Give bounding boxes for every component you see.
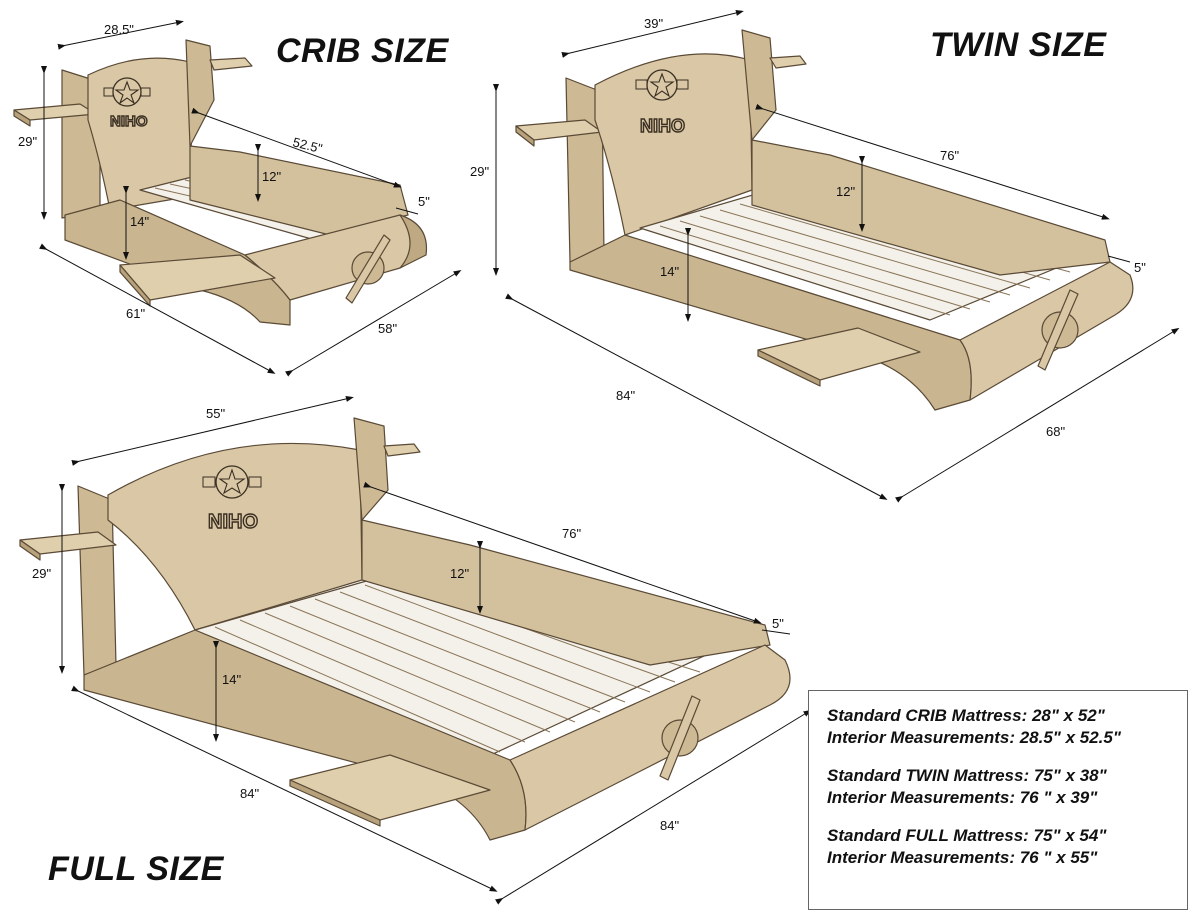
crib-interior-length-label: 52.5" <box>291 134 324 156</box>
full-overall-length-label: 84" <box>240 786 259 801</box>
crib-bed <box>13 39 428 326</box>
full-interior-length-label: 76" <box>562 526 581 541</box>
full-bed <box>19 417 791 841</box>
twin-emblem: NIHO <box>635 69 689 137</box>
full-rail-thickness-label: 5" <box>772 616 784 631</box>
full-interior-spec: Interior Measurements: 76 " x 55" <box>827 848 1098 867</box>
twin-overall-width-label: 68" <box>1046 424 1065 439</box>
crib-headboard-width-label: 28.5" <box>104 22 134 37</box>
dimension-labels: 28.5" 29" 52.5" 12" 14" 5" 61" 58" 39" 2… <box>18 16 1146 833</box>
spec-spacer <box>827 809 1187 825</box>
crib-height-label: 29" <box>18 134 37 149</box>
twin-overall-length-label: 84" <box>616 388 635 403</box>
crib-emblem: NIHO <box>103 77 151 131</box>
crib-rail-height-label: 14" <box>130 214 149 229</box>
full-height-label: 29" <box>32 566 51 581</box>
full-brand-label: NIHO <box>208 511 258 533</box>
twin-side-height-label: 12" <box>836 184 855 199</box>
twin-bed <box>515 29 1134 411</box>
twin-headboard-width-label: 39" <box>644 16 663 31</box>
full-emblem: NIHO <box>202 465 262 534</box>
twin-brand-label: NIHO <box>640 116 685 136</box>
crib-side-height-label: 12" <box>262 169 281 184</box>
crib-overall-length-label: 61" <box>126 306 145 321</box>
full-headboard-width-label: 55" <box>206 406 225 421</box>
mattress-spec-box: Standard CRIB Mattress: 28" x 52" Interi… <box>808 690 1188 910</box>
crib-interior-spec: Interior Measurements: 28.5" x 52.5" <box>827 728 1121 747</box>
crib-rail-thickness-label: 5" <box>418 194 430 209</box>
twin-interior-spec: Interior Measurements: 76 " x 39" <box>827 788 1098 807</box>
crib-mattress-spec: Standard CRIB Mattress: 28" x 52" <box>827 706 1105 725</box>
twin-size-title: TWIN SIZE <box>930 26 1107 64</box>
full-size-title: FULL SIZE <box>48 850 224 888</box>
crib-size-title: CRIB SIZE <box>276 32 449 70</box>
twin-interior-length-label: 76" <box>940 148 959 163</box>
full-rail-height-label: 14" <box>222 672 241 687</box>
twin-height-label: 29" <box>470 164 489 179</box>
twin-rail-height-label: 14" <box>660 264 679 279</box>
full-mattress-spec: Standard FULL Mattress: 75" x 54" <box>827 826 1107 845</box>
crib-overall-width-label: 58" <box>378 321 397 336</box>
full-overall-width-label: 84" <box>660 818 679 833</box>
full-side-height-label: 12" <box>450 566 469 581</box>
spec-spacer <box>827 749 1187 765</box>
twin-rail-thickness-label: 5" <box>1134 260 1146 275</box>
crib-brand-label: NIHO <box>110 113 148 130</box>
twin-mattress-spec: Standard TWIN Mattress: 75" x 38" <box>827 766 1107 785</box>
dimension-lines <box>39 10 1180 905</box>
